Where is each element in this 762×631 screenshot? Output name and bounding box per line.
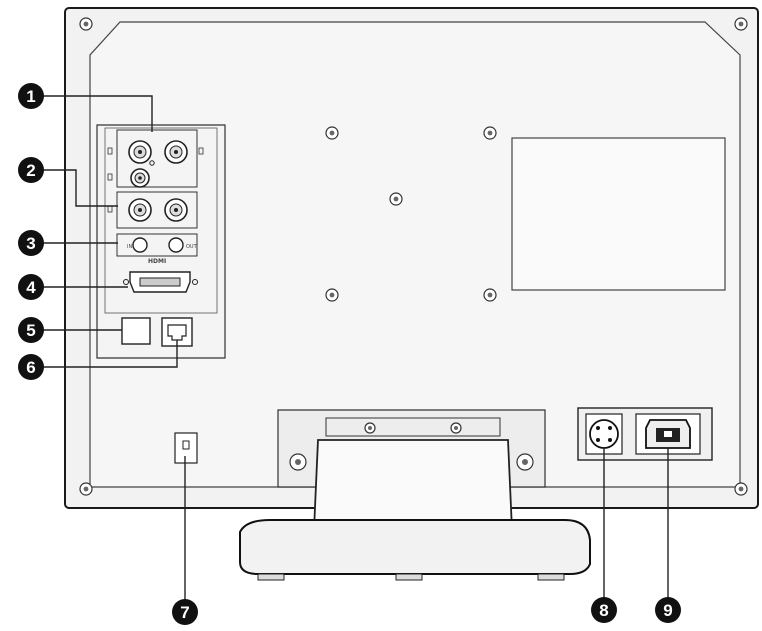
- callout-1-label: 1: [26, 87, 35, 106]
- callout-3: 3: [18, 230, 44, 256]
- leader-line-6: [42, 340, 178, 368]
- hdmi-label: HDMI: [148, 258, 166, 265]
- connector-panel: [96, 124, 226, 359]
- audio-out-label: OUT: [186, 244, 198, 250]
- dc-in-connector: [589, 419, 619, 449]
- callout-8: 8: [591, 597, 617, 623]
- stand-neck: [313, 439, 513, 531]
- vesa-screws: [325, 126, 497, 302]
- security-slot: [182, 440, 190, 450]
- callout-7: 7: [172, 599, 198, 625]
- callout-7-label: 7: [180, 603, 189, 622]
- leader-line-1: [42, 95, 153, 132]
- leader-lines: [42, 95, 669, 608]
- bnc-connectors: [128, 140, 188, 222]
- audio-group-frame: [116, 233, 198, 257]
- lan-port: [167, 324, 187, 341]
- callout-9-label: 9: [663, 601, 672, 620]
- audio-out-jack: [168, 237, 184, 253]
- callout-9: 9: [655, 597, 681, 623]
- corner-screws: [79, 17, 748, 496]
- connector-panel-inner: [104, 127, 218, 314]
- remote-port: [121, 317, 151, 345]
- bnc-connector-sdi-in: [128, 198, 152, 222]
- stand-bracket-top: [325, 417, 501, 437]
- callout-2-label: 2: [26, 161, 35, 180]
- label-plate: [511, 137, 726, 291]
- security-slot-frame: [174, 432, 198, 464]
- stand-feet: [257, 573, 565, 581]
- bnc-connector-sdi-out: [164, 198, 188, 222]
- ac-in-pin: [664, 431, 672, 437]
- callout-8-label: 8: [599, 601, 608, 620]
- hdmi-port: [139, 277, 181, 287]
- bnc-connector-in-b: [130, 168, 150, 188]
- stand-screws: [289, 422, 534, 471]
- callout-3-label: 3: [26, 234, 35, 253]
- callout-4-label: 4: [26, 278, 36, 297]
- callout-4: 4: [18, 274, 44, 300]
- callout-6-label: 6: [26, 358, 35, 377]
- bnc-connector-out-a: [164, 140, 188, 164]
- callout-1: 1: [18, 83, 44, 109]
- stand-base: [239, 519, 591, 575]
- audio-in-label: IN: [127, 244, 132, 250]
- callout-5: 5: [18, 317, 44, 343]
- small-screw: [149, 160, 155, 166]
- bnc-group-1-frame: [116, 129, 198, 188]
- dc-in-pins: [596, 426, 612, 442]
- bnc-connector-in-a: [128, 140, 152, 164]
- hdmi-screw-right: [192, 279, 198, 285]
- bnc-group-2-frame: [116, 191, 198, 229]
- callout-6: 6: [18, 354, 44, 380]
- leader-line-2: [42, 169, 118, 207]
- callout-2: 2: [18, 157, 44, 183]
- hdmi-screw-left: [123, 279, 129, 285]
- audio-in-jack: [132, 237, 148, 253]
- callout-5-label: 5: [26, 321, 35, 340]
